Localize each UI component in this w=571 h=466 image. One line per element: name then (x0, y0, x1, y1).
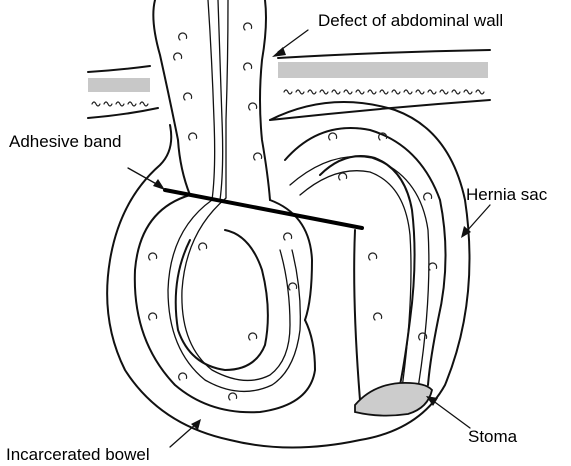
abdominal-wall (88, 50, 490, 120)
tissue-mark (464, 90, 472, 94)
tissue-mark (368, 90, 376, 94)
tissue-mark (332, 90, 340, 94)
tissue-mark (392, 90, 400, 94)
bowel-fold (249, 333, 257, 340)
wall-tissue-marks (284, 90, 484, 94)
tissue-mark (416, 90, 424, 94)
bowel-fold (189, 133, 197, 140)
bowel-fold (229, 393, 237, 400)
bowel-fold (149, 313, 157, 320)
tissue-mark (92, 102, 100, 106)
tissue-mark (380, 90, 388, 94)
right-bowel-loop (285, 128, 446, 400)
bowel-fold (424, 193, 432, 200)
tissue-mark (116, 102, 124, 106)
tissue-mark (296, 90, 304, 94)
bowel-fold (244, 63, 252, 70)
bowel-fold (284, 233, 292, 240)
tissue-mark (284, 90, 292, 94)
bowel-fold (184, 93, 192, 100)
label-incarcerated-bowel: Incarcerated bowel (6, 446, 150, 463)
tissue-mark (104, 102, 112, 106)
tissue-mark (440, 90, 448, 94)
bowel-fold (369, 253, 377, 260)
stoma-arrow (432, 400, 470, 428)
bowel-fold (199, 243, 207, 250)
tissue-mark (476, 90, 484, 94)
label-adhesive-band: Adhesive band (9, 133, 121, 150)
tissue-mark (320, 90, 328, 94)
label-stoma: Stoma (468, 428, 517, 445)
bowel-fold (339, 173, 347, 180)
stoma (355, 383, 432, 416)
bowel-fold (244, 23, 252, 30)
bowel-fold (374, 313, 382, 320)
tissue-mark (452, 90, 460, 94)
tissue-mark (404, 90, 412, 94)
wall-tissue-marks (92, 102, 148, 106)
upper-bowel-loop (153, 0, 270, 200)
bowel-fold (179, 33, 187, 40)
tissue-mark (356, 90, 364, 94)
tissue-mark (140, 102, 148, 106)
bowel-folds (174, 23, 262, 160)
bowel-fold (289, 283, 297, 290)
bowel-fold (249, 103, 257, 110)
bowel-fold (329, 133, 337, 140)
tissue-mark (308, 90, 316, 94)
hernia-sac-arrow (466, 205, 490, 232)
label-defect-of-abdominal-wall: Defect of abdominal wall (318, 12, 503, 29)
bowel-fold (149, 253, 157, 260)
bowel-fold (429, 263, 437, 270)
adhesive-band (165, 190, 362, 228)
bowel-fold (254, 153, 262, 160)
bowel-fold (174, 53, 182, 60)
incarcerated-bowel-arrow (170, 424, 196, 447)
tissue-mark (128, 102, 136, 106)
bowel-fold (179, 373, 187, 380)
tissue-mark (428, 90, 436, 94)
left-bowel-loop (135, 195, 315, 412)
label-hernia-sac: Hernia sac (466, 186, 547, 203)
tissue-mark (344, 90, 352, 94)
